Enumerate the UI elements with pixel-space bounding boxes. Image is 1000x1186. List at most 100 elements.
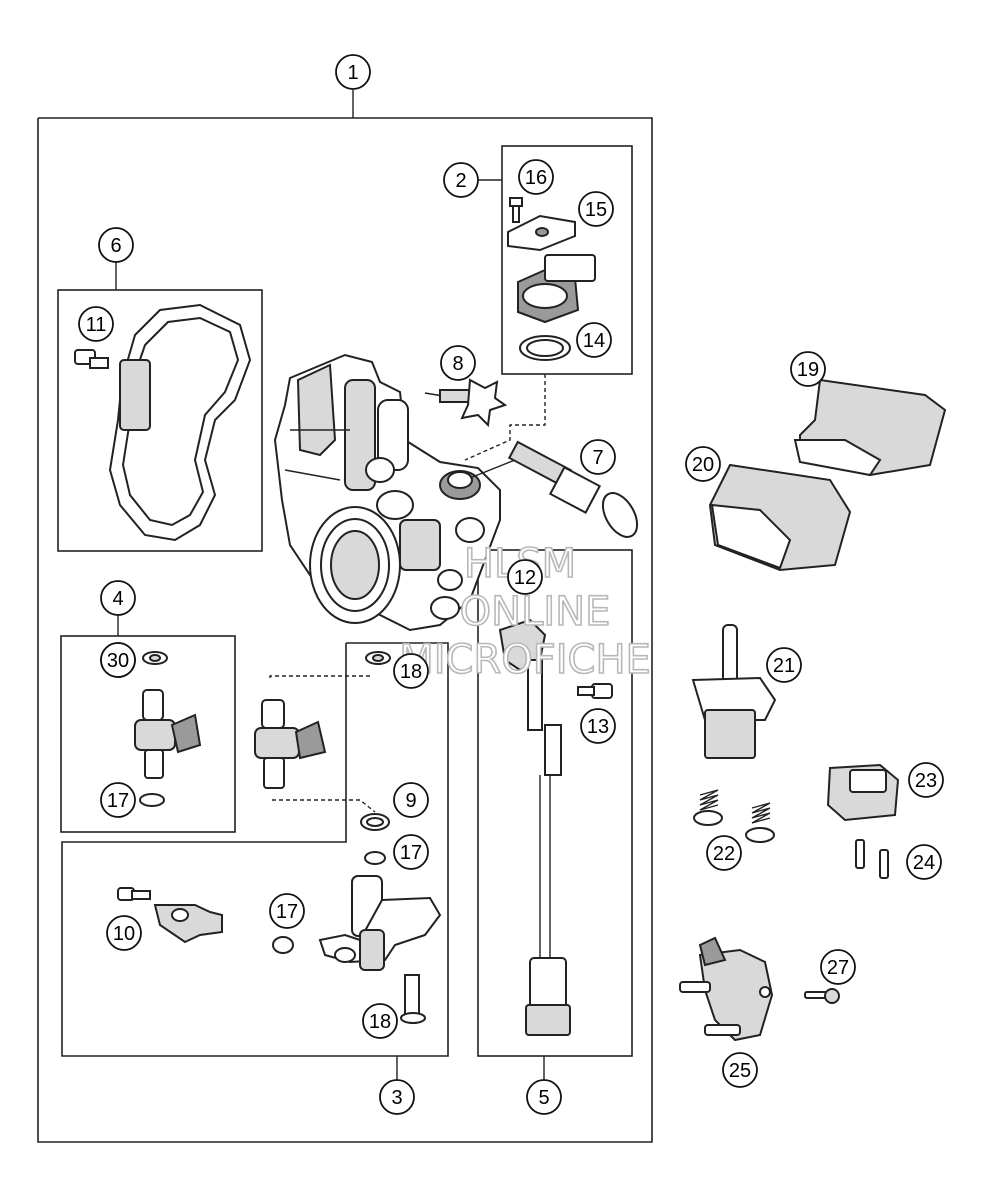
callout-3: 3 bbox=[379, 1079, 415, 1115]
callout-label: 1 bbox=[347, 62, 358, 84]
injector-kit-4 bbox=[134, 651, 202, 807]
callout-19: 19 bbox=[790, 351, 826, 387]
callouts: 1234567891011121314151617171717181819202… bbox=[78, 54, 944, 1115]
assembly-4-box bbox=[60, 635, 236, 833]
callout-18: 18 bbox=[393, 653, 429, 689]
callout-10: 10 bbox=[106, 915, 142, 951]
callout-circle bbox=[362, 1003, 398, 1039]
callout-23: 23 bbox=[908, 762, 944, 798]
assembly-6-box bbox=[57, 289, 263, 552]
callout-label: 18 bbox=[400, 661, 422, 683]
callout-circle bbox=[685, 446, 721, 482]
callout-circle bbox=[379, 1079, 415, 1115]
callout-30: 30 bbox=[100, 642, 136, 678]
callout-circle bbox=[393, 653, 429, 689]
callout-label: 14 bbox=[583, 330, 605, 352]
assembly-2-box bbox=[501, 145, 633, 375]
callout-8: 8 bbox=[440, 345, 476, 381]
callout-17: 17 bbox=[269, 893, 305, 929]
callout-circle bbox=[706, 835, 742, 871]
callout-7: 7 bbox=[580, 439, 616, 475]
callout-label: 3 bbox=[391, 1087, 402, 1109]
callout-circle bbox=[269, 893, 305, 929]
callout-circle bbox=[393, 834, 429, 870]
callout-label: 9 bbox=[405, 790, 416, 812]
module-21 bbox=[708, 463, 852, 572]
callout-circle bbox=[526, 1079, 562, 1115]
assembly-1-box bbox=[37, 117, 653, 1143]
idle-adjuster-8 bbox=[424, 378, 508, 428]
callout-label: 4 bbox=[112, 588, 123, 610]
callout-circle bbox=[440, 345, 476, 381]
watermark-line-2: ONLINE bbox=[460, 589, 611, 635]
screw-30 bbox=[804, 988, 840, 1004]
throttle-body bbox=[273, 353, 501, 632]
callout-circle bbox=[790, 351, 826, 387]
assembly-5-box bbox=[477, 549, 633, 1057]
callout-circle bbox=[908, 762, 944, 798]
callout-11: 11 bbox=[78, 306, 114, 342]
callout-label: 22 bbox=[713, 843, 735, 865]
callout-circle bbox=[578, 191, 614, 227]
callout-label: 10 bbox=[113, 923, 135, 945]
callout-17: 17 bbox=[100, 782, 136, 818]
callout-circle bbox=[393, 782, 429, 818]
screws-25 bbox=[855, 839, 889, 879]
callout-circle bbox=[820, 949, 856, 985]
callout-14: 14 bbox=[576, 322, 612, 358]
valve-27 bbox=[679, 936, 774, 1042]
callout-label: 19 bbox=[797, 359, 819, 381]
callout-circle bbox=[518, 159, 554, 195]
callout-circle bbox=[906, 844, 942, 880]
callout-24: 24 bbox=[906, 844, 942, 880]
callout-label: 12 bbox=[514, 567, 536, 589]
callout-4: 4 bbox=[100, 580, 136, 616]
callout-circle bbox=[78, 306, 114, 342]
callout-label: 20 bbox=[692, 454, 714, 476]
sensor-harness-5 bbox=[498, 618, 613, 1036]
callout-label: 16 bbox=[525, 167, 547, 189]
callout-circle bbox=[766, 647, 802, 683]
callout-label: 17 bbox=[107, 790, 129, 812]
callout-22: 22 bbox=[706, 835, 742, 871]
callout-label: 8 bbox=[452, 353, 463, 375]
callout-circle bbox=[576, 322, 612, 358]
callout-circle bbox=[722, 1052, 758, 1088]
callout-circle bbox=[580, 439, 616, 475]
injector-3 bbox=[117, 651, 442, 1024]
callout-13: 13 bbox=[580, 708, 616, 744]
callout-circle bbox=[106, 915, 142, 951]
callout-18: 18 bbox=[362, 1003, 398, 1039]
callout-label: 15 bbox=[585, 199, 607, 221]
idle-valve-7 bbox=[469, 440, 639, 538]
screw-16-shape bbox=[509, 197, 523, 207]
callout-label: 13 bbox=[587, 716, 609, 738]
assembly-3-box bbox=[61, 642, 449, 1057]
callout-label: 11 bbox=[86, 314, 107, 336]
callout-label: 25 bbox=[729, 1060, 751, 1082]
callout-label: 7 bbox=[592, 447, 603, 469]
switch-24 bbox=[826, 763, 900, 822]
callout-5: 5 bbox=[526, 1079, 562, 1115]
watermark-line-3: MICROFICHE bbox=[399, 637, 651, 683]
springs-23 bbox=[693, 789, 775, 843]
callout-label: 17 bbox=[400, 842, 422, 864]
callout-25: 25 bbox=[722, 1052, 758, 1088]
callout-label: 27 bbox=[827, 957, 849, 979]
callout-circle bbox=[100, 580, 136, 616]
sensor-kit-2 bbox=[464, 197, 596, 461]
callout-circle bbox=[443, 162, 479, 198]
callout-1: 1 bbox=[335, 54, 371, 90]
callout-label: 5 bbox=[538, 1087, 549, 1109]
callout-9: 9 bbox=[393, 782, 429, 818]
callout-label: 18 bbox=[369, 1011, 391, 1033]
callout-label: 17 bbox=[276, 901, 298, 923]
callout-2: 2 bbox=[443, 162, 479, 198]
callout-circle bbox=[100, 782, 136, 818]
callout-label: 30 bbox=[107, 650, 129, 672]
callout-circle bbox=[98, 227, 134, 263]
callout-label: 21 bbox=[773, 655, 795, 677]
callout-27: 27 bbox=[820, 949, 856, 985]
callout-circle bbox=[580, 708, 616, 744]
